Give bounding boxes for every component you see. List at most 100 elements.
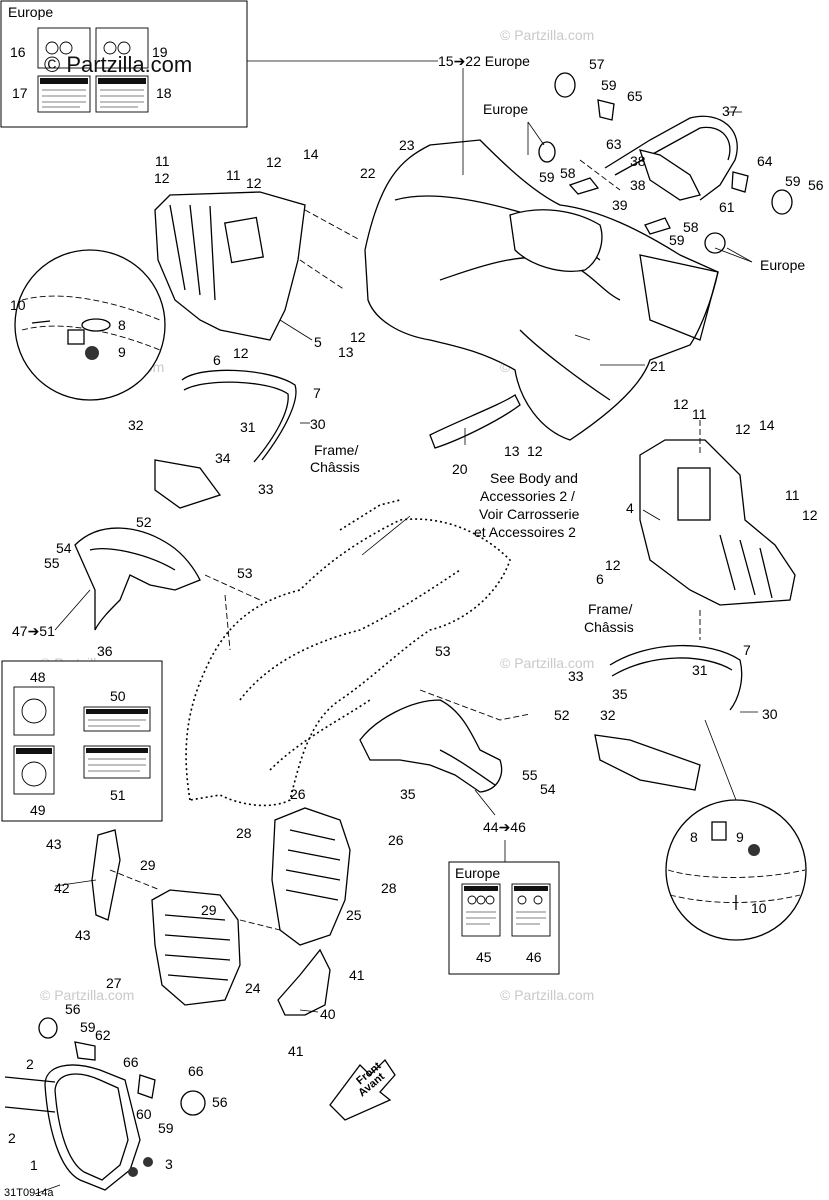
footpeg-right-group xyxy=(594,644,758,791)
front-grille-24 xyxy=(151,889,241,1006)
callout-50: 50 xyxy=(110,688,126,704)
callout-18: 18 xyxy=(156,85,172,101)
callout-31: 31 xyxy=(240,419,256,435)
rack-mount xyxy=(644,217,671,235)
see-note-line: et Accessoires 2 xyxy=(474,524,576,540)
europe-label: Europe xyxy=(455,865,500,881)
callout-13: 13 xyxy=(338,344,354,360)
callout-12: 12 xyxy=(802,507,818,523)
frame-tube xyxy=(239,569,461,701)
callouts: 57 59 65 37 63 23 22 58 59 38 38 64 59 5… xyxy=(8,56,824,1173)
callout-37: 37 xyxy=(722,103,738,119)
europe-label: Europe xyxy=(760,257,805,273)
callout-40: 40 xyxy=(320,1006,336,1022)
storage-compartment xyxy=(509,209,603,272)
lower-panel-40 xyxy=(277,948,331,1016)
footwell-vent xyxy=(677,467,711,521)
frame-outline xyxy=(185,518,511,807)
callout-51: 51 xyxy=(110,787,126,803)
callout-49: 49 xyxy=(30,802,46,818)
magnifier-detail-icon xyxy=(665,799,807,941)
callout-29: 29 xyxy=(140,857,156,873)
text-labels: 15➔22 Europe Europe Europe Frame/ Châssi… xyxy=(4,53,805,1199)
decal-box-48-51: 48 49 50 51 xyxy=(1,660,163,822)
frame-tube xyxy=(339,499,401,531)
callout-12: 12 xyxy=(246,175,262,191)
callout-58: 58 xyxy=(683,219,699,235)
grille-slats xyxy=(164,914,231,981)
callout-59: 59 xyxy=(669,232,685,248)
callout-52: 52 xyxy=(136,514,152,530)
callout-7: 7 xyxy=(313,385,321,401)
callout-12: 12 xyxy=(266,154,282,170)
cap-58 xyxy=(538,141,556,163)
callout-12: 12 xyxy=(527,443,543,459)
left-footwell-group xyxy=(154,191,313,341)
footpeg-bar-30b-inner xyxy=(611,657,733,677)
callout-42: 42 xyxy=(54,880,70,896)
fender-contour xyxy=(89,548,176,571)
footpeg-bar-30b xyxy=(609,644,743,711)
callout-59: 59 xyxy=(539,169,555,185)
callout-9: 9 xyxy=(118,344,126,360)
callout-10: 10 xyxy=(751,900,767,916)
europe-decal-box-45-46: Europe 45 46 xyxy=(448,840,560,975)
callout-41: 41 xyxy=(349,967,365,983)
decal-symbol-icon xyxy=(59,41,73,55)
nut-9 xyxy=(85,346,99,360)
footwell-ribs xyxy=(719,534,773,599)
callout-29: 29 xyxy=(201,902,217,918)
callout-58: 58 xyxy=(560,165,576,181)
callout-1: 1 xyxy=(30,1157,38,1173)
watermark: © Partzilla.com xyxy=(500,655,594,671)
callout-56: 56 xyxy=(65,1001,81,1017)
bolt-2b xyxy=(4,1106,56,1113)
cap-56 xyxy=(771,189,793,215)
front-panel-25 xyxy=(271,807,351,946)
callout-5: 5 xyxy=(314,334,322,350)
callout-35: 35 xyxy=(612,686,628,702)
callout-53: 53 xyxy=(435,643,451,659)
callout-11: 11 xyxy=(155,153,170,169)
front-fender-right xyxy=(359,699,503,793)
callout-31: 31 xyxy=(692,662,708,678)
side-panel-42 xyxy=(91,829,121,921)
front-bumper-group xyxy=(4,1017,206,1195)
detail-circle-left xyxy=(14,249,166,401)
callout-33: 33 xyxy=(568,668,584,684)
europe-decal-box: Europe © Partzilla.com 16 19 17 18 xyxy=(0,0,438,128)
callout-59: 59 xyxy=(785,173,801,189)
callout-33: 33 xyxy=(258,481,274,497)
callout-38: 38 xyxy=(630,177,646,193)
mud-flap xyxy=(429,394,521,449)
callout-55: 55 xyxy=(44,555,60,571)
decal-46 xyxy=(511,883,551,937)
decal-symbol-icon xyxy=(103,41,117,55)
callout-20: 20 xyxy=(452,461,468,477)
callout-8: 8 xyxy=(118,317,126,333)
callout-12: 12 xyxy=(350,329,366,345)
warning-symbol-icon xyxy=(21,761,47,787)
frame-tube xyxy=(269,699,371,771)
callout-23: 23 xyxy=(399,137,415,153)
decal-symbol-icon xyxy=(45,41,59,55)
frame-label: Frame/ xyxy=(588,601,632,617)
front-nose-group xyxy=(54,807,351,1016)
chassis-label: Châssis xyxy=(584,619,634,635)
callout-3: 3 xyxy=(165,1156,173,1172)
callout-2: 2 xyxy=(26,1056,34,1072)
callout-34: 34 xyxy=(215,450,231,466)
callout-12: 12 xyxy=(735,421,751,437)
callout-28: 28 xyxy=(236,825,252,841)
callout-32: 32 xyxy=(128,417,144,433)
callout-43: 43 xyxy=(75,927,91,943)
frame-group xyxy=(185,499,511,807)
footpeg-plate xyxy=(594,734,701,791)
callout-53: 53 xyxy=(237,565,253,581)
callout-46: 46 xyxy=(526,949,542,965)
cap-56c xyxy=(180,1090,206,1116)
decal-45 xyxy=(461,883,501,937)
detail-circle-right xyxy=(665,719,807,941)
callout-10: 10 xyxy=(10,297,26,313)
callout-6: 6 xyxy=(213,352,221,368)
